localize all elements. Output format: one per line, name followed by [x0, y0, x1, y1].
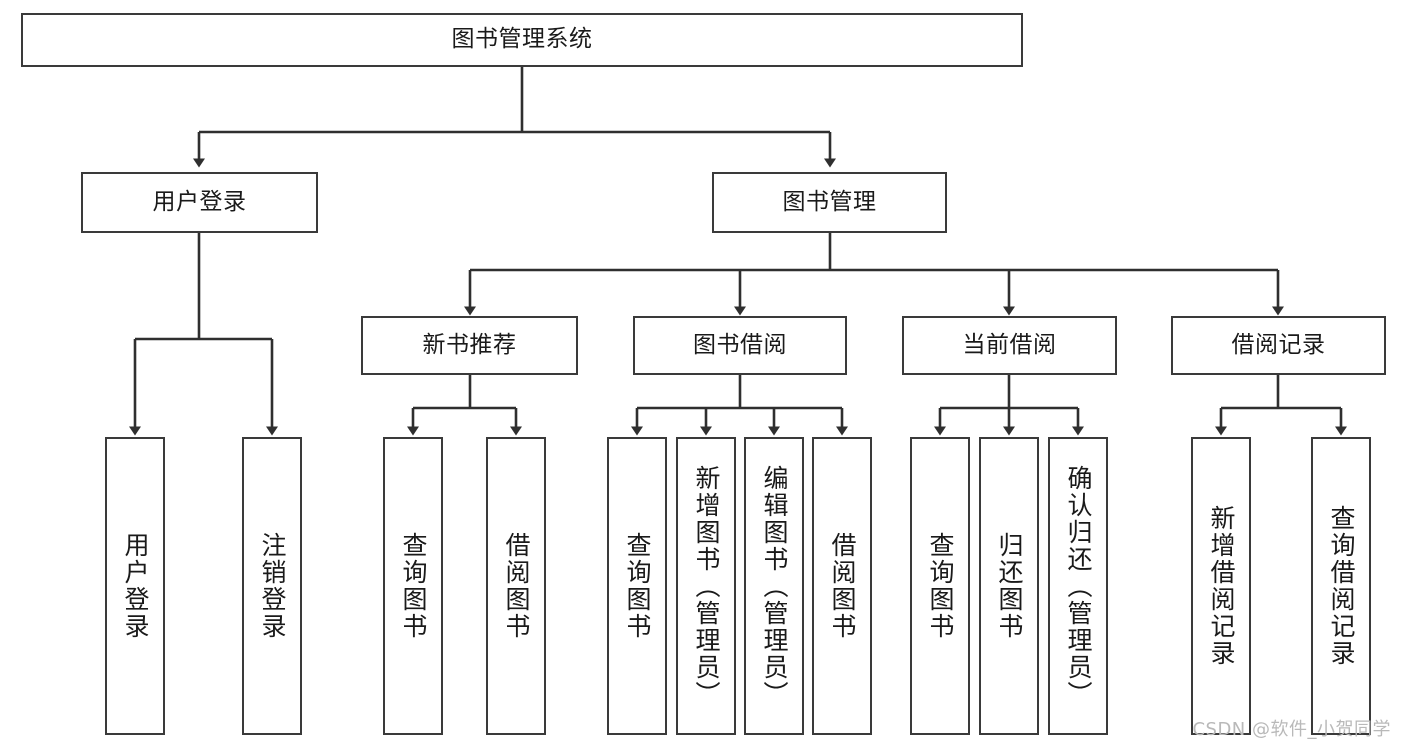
watermark: CSDN @软件_小贺同学 [1192, 719, 1391, 740]
node-book-manage[interactable]: 图书管理 [712, 172, 947, 233]
leaf-edit-book-label: 编辑图书（管理员） [760, 464, 789, 708]
leaf-query-book-2-label: 查询图书 [623, 532, 652, 640]
node-book-borrow[interactable]: 图书借阅 [633, 316, 847, 375]
node-root[interactable]: 图书管理系统 [21, 13, 1023, 67]
node-user-login-label: 用户登录 [152, 188, 247, 215]
leaf-query-book-2[interactable]: 查询图书 [607, 437, 667, 735]
leaf-return-book[interactable]: 归还图书 [979, 437, 1039, 735]
leaf-query-book-1-label: 查询图书 [399, 532, 428, 640]
leaf-borrow-book-1[interactable]: 借阅图书 [486, 437, 546, 735]
node-new-book-recommend-label: 新书推荐 [422, 331, 517, 358]
leaf-confirm-return-label: 确认归还（管理员） [1064, 464, 1093, 708]
node-borrow-record[interactable]: 借阅记录 [1171, 316, 1386, 375]
leaf-add-borrow-record[interactable]: 新增借阅记录 [1191, 437, 1251, 735]
leaf-user-login-label: 用户登录 [121, 532, 150, 640]
leaf-add-book-label: 新增图书（管理员） [692, 464, 721, 708]
leaf-edit-book[interactable]: 编辑图书（管理员） [744, 437, 804, 735]
leaf-query-borrow-record-label: 查询借阅记录 [1327, 505, 1356, 667]
node-user-login[interactable]: 用户登录 [81, 172, 318, 233]
leaf-user-login[interactable]: 用户登录 [105, 437, 165, 735]
leaf-return-book-label: 归还图书 [995, 532, 1024, 640]
node-book-borrow-label: 图书借阅 [693, 331, 787, 358]
node-borrow-record-label: 借阅记录 [1231, 331, 1326, 358]
node-current-borrow[interactable]: 当前借阅 [902, 316, 1117, 375]
leaf-query-book-3-label: 查询图书 [926, 532, 955, 640]
node-current-borrow-label: 当前借阅 [962, 331, 1057, 358]
leaf-query-book-1[interactable]: 查询图书 [383, 437, 443, 735]
leaf-query-book-3[interactable]: 查询图书 [910, 437, 970, 735]
leaf-logout-login[interactable]: 注销登录 [242, 437, 302, 735]
leaf-logout-login-label: 注销登录 [258, 532, 287, 640]
node-new-book-recommend[interactable]: 新书推荐 [361, 316, 578, 375]
node-root-label: 图书管理系统 [451, 26, 593, 53]
leaf-confirm-return[interactable]: 确认归还（管理员） [1048, 437, 1108, 735]
node-book-manage-label: 图书管理 [782, 188, 877, 215]
leaf-borrow-book-2[interactable]: 借阅图书 [812, 437, 872, 735]
leaf-borrow-book-1-label: 借阅图书 [502, 532, 531, 640]
leaf-borrow-book-2-label: 借阅图书 [828, 532, 857, 640]
leaf-add-book[interactable]: 新增图书（管理员） [676, 437, 736, 735]
leaf-query-borrow-record[interactable]: 查询借阅记录 [1311, 437, 1371, 735]
leaf-add-borrow-record-label: 新增借阅记录 [1207, 505, 1236, 667]
